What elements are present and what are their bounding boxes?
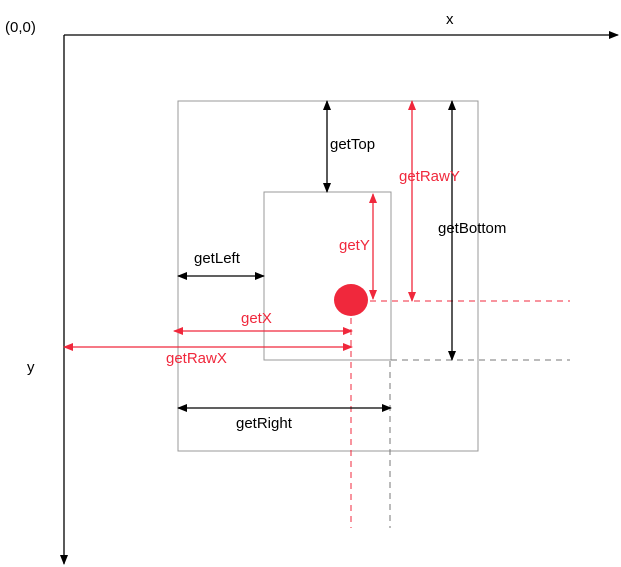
get-left-label: getLeft <box>194 250 241 267</box>
get-bottom-label: getBottom <box>438 220 506 237</box>
get-y-label: getY <box>339 237 370 254</box>
touch-point <box>334 284 368 316</box>
y-axis-label: y <box>27 359 35 376</box>
get-top-label: getTop <box>330 136 375 153</box>
child-view-box <box>263 191 392 361</box>
x-axis-label: x <box>446 11 454 28</box>
get-raw-x-label: getRawX <box>166 350 227 367</box>
origin-label: (0,0) <box>5 19 36 36</box>
get-raw-y-label: getRawY <box>399 168 460 185</box>
get-x-label: getX <box>241 310 272 327</box>
get-right-label: getRight <box>236 415 293 432</box>
